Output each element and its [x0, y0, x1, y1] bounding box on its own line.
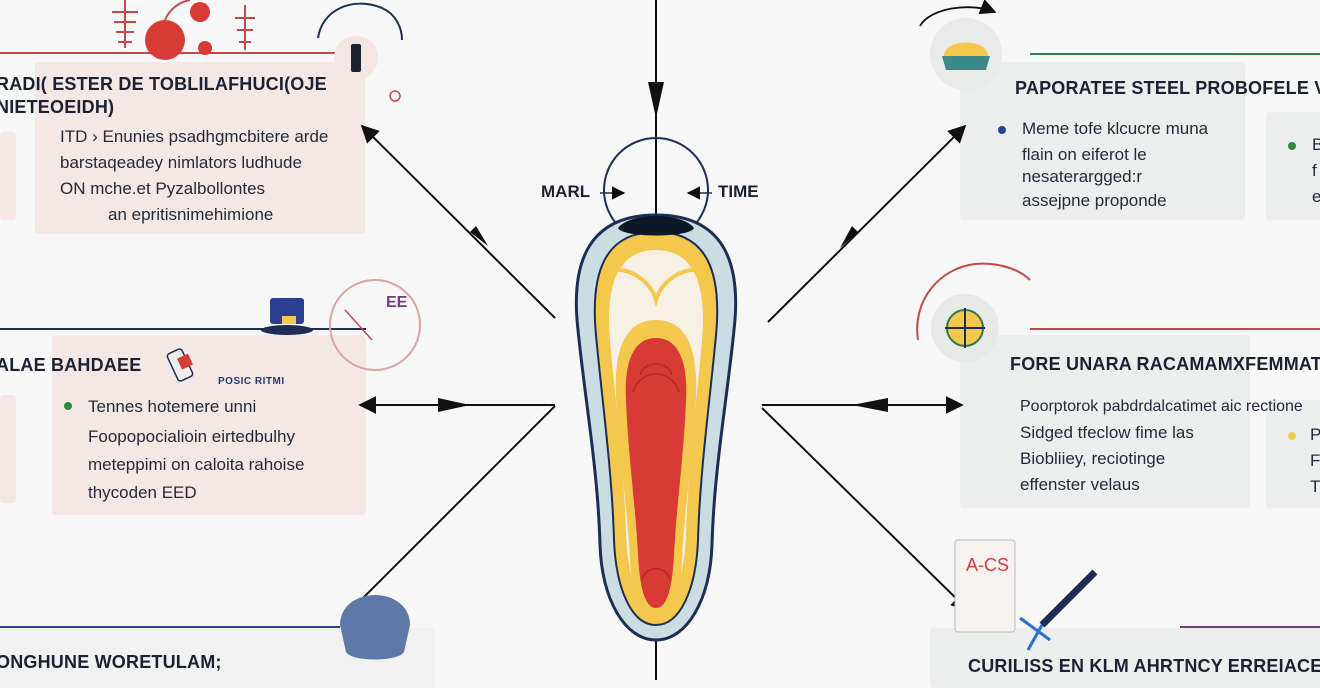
top-right-line-4: assejpne proponde	[1022, 191, 1167, 210]
mid-left-line-4: thycoden EED	[88, 483, 197, 502]
mid-left-side-panel	[0, 395, 16, 503]
plant-icon	[235, 5, 255, 50]
bottle-icon	[166, 348, 194, 382]
layered-figure	[574, 213, 738, 642]
top-right-rule	[1030, 53, 1320, 55]
arrow-top-left	[360, 124, 556, 319]
top-right-line-1: Meme tofe klcucre muna	[1022, 119, 1209, 138]
center-left-label: MARL	[541, 182, 591, 201]
mid-right-line-3: Biobliiey, reciotinge	[1020, 449, 1166, 468]
bottom-right-panel	[930, 628, 1320, 688]
mid-right-side-3: T	[1310, 477, 1320, 496]
lamp-icon	[317, 2, 403, 102]
axis-arrow-down	[648, 82, 664, 118]
top-right-side-3: e	[1312, 187, 1320, 206]
mid-right-rule	[1030, 328, 1320, 330]
pen-tool-icon	[1019, 569, 1098, 651]
arrow-bottom-left	[362, 405, 556, 599]
mid-right-line-2: Sidged tfeclow fime las	[1020, 423, 1194, 442]
mid-left-tag: POSIC RITMI	[218, 376, 285, 387]
mid-right-title: FORE UNARA RACAMAMXFEMMAT	[1010, 354, 1320, 374]
ee-badge-icon	[329, 279, 421, 371]
top-right-side-1: B	[1312, 135, 1320, 154]
top-left-title-line1: RADI( ESTER DE TOBLILAFHUCI(OJE	[0, 74, 327, 94]
bottom-right-title: CURILISS EN KLM AHRTNCY ERREIACES	[968, 656, 1320, 676]
ee-badge-text: EE	[386, 294, 408, 311]
mid-left-title: ALAE BAHDAEE	[0, 355, 142, 375]
mid-left-line-2: Foopopocialioin eirtedbulhy	[88, 427, 295, 446]
top-left-line-4: an epritisnimehimione	[108, 205, 274, 224]
cup-icon	[340, 595, 410, 660]
mid-left-rule	[0, 328, 366, 330]
mid-right-panel	[960, 335, 1250, 508]
top-right-line-3: nesaterargged:r	[1022, 167, 1143, 186]
top-left-side-panel	[0, 132, 16, 220]
center-right-label: TIME	[718, 182, 759, 201]
bottom-right-rule	[1180, 626, 1320, 628]
top-left-line-1: ITD › Enunies psadhgmcbitere arde	[60, 127, 329, 146]
mid-left-bullet	[64, 402, 72, 410]
top-left-rule	[0, 52, 365, 54]
mid-left-line-3: meteppimi on caloita rahoise	[88, 455, 305, 474]
top-left-line-3: ON mche.et Pyzalbollontes	[60, 179, 266, 198]
top-right-side-bullet	[1288, 142, 1296, 150]
top-right-side-2: f	[1312, 161, 1317, 180]
mid-right-side-bullet	[1288, 432, 1296, 440]
cycle-arrows-icon	[919, 0, 997, 27]
arrow-bottom-right	[761, 407, 970, 612]
bottom-left-title: ONGHUNE WORETULAM;	[0, 652, 222, 672]
top-left-line-2: barstaqeadey nimlators ludhude	[60, 153, 302, 172]
note-card-icon	[954, 539, 1016, 633]
bottom-left-rule	[0, 626, 340, 628]
top-left-title-line2: NIETEOEIDH)	[0, 97, 115, 117]
mid-right-side-1: P	[1310, 425, 1320, 444]
mid-right-side-panel	[1266, 400, 1320, 508]
top-left-panel	[35, 62, 365, 234]
sponge-icon	[930, 18, 1002, 90]
top-right-title: PAPORATEE STEEL PROBOFELE V	[1015, 78, 1320, 98]
top-right-bullet	[998, 126, 1006, 134]
mid-left-panel	[52, 335, 366, 515]
mid-right-side-2: F	[1310, 451, 1320, 470]
cherry-icon	[145, 0, 212, 60]
target-icon	[916, 262, 1031, 362]
tree-icon	[112, 0, 138, 48]
arrow-top-right	[767, 124, 967, 323]
note-card-text: A-CS	[966, 555, 1010, 575]
mid-right-line-4: effenster velaus	[1020, 475, 1140, 494]
mid-right-line-1: Poorptorok pabdrdalcatimet aic rectione	[1020, 398, 1303, 415]
mid-left-line-1: Tennes hotemere unni	[88, 397, 257, 416]
hat-icon	[261, 298, 313, 335]
top-right-panel	[960, 62, 1245, 220]
top-right-side-panel	[1266, 112, 1320, 220]
top-right-line-2: flain on eiferot le	[1022, 145, 1147, 164]
